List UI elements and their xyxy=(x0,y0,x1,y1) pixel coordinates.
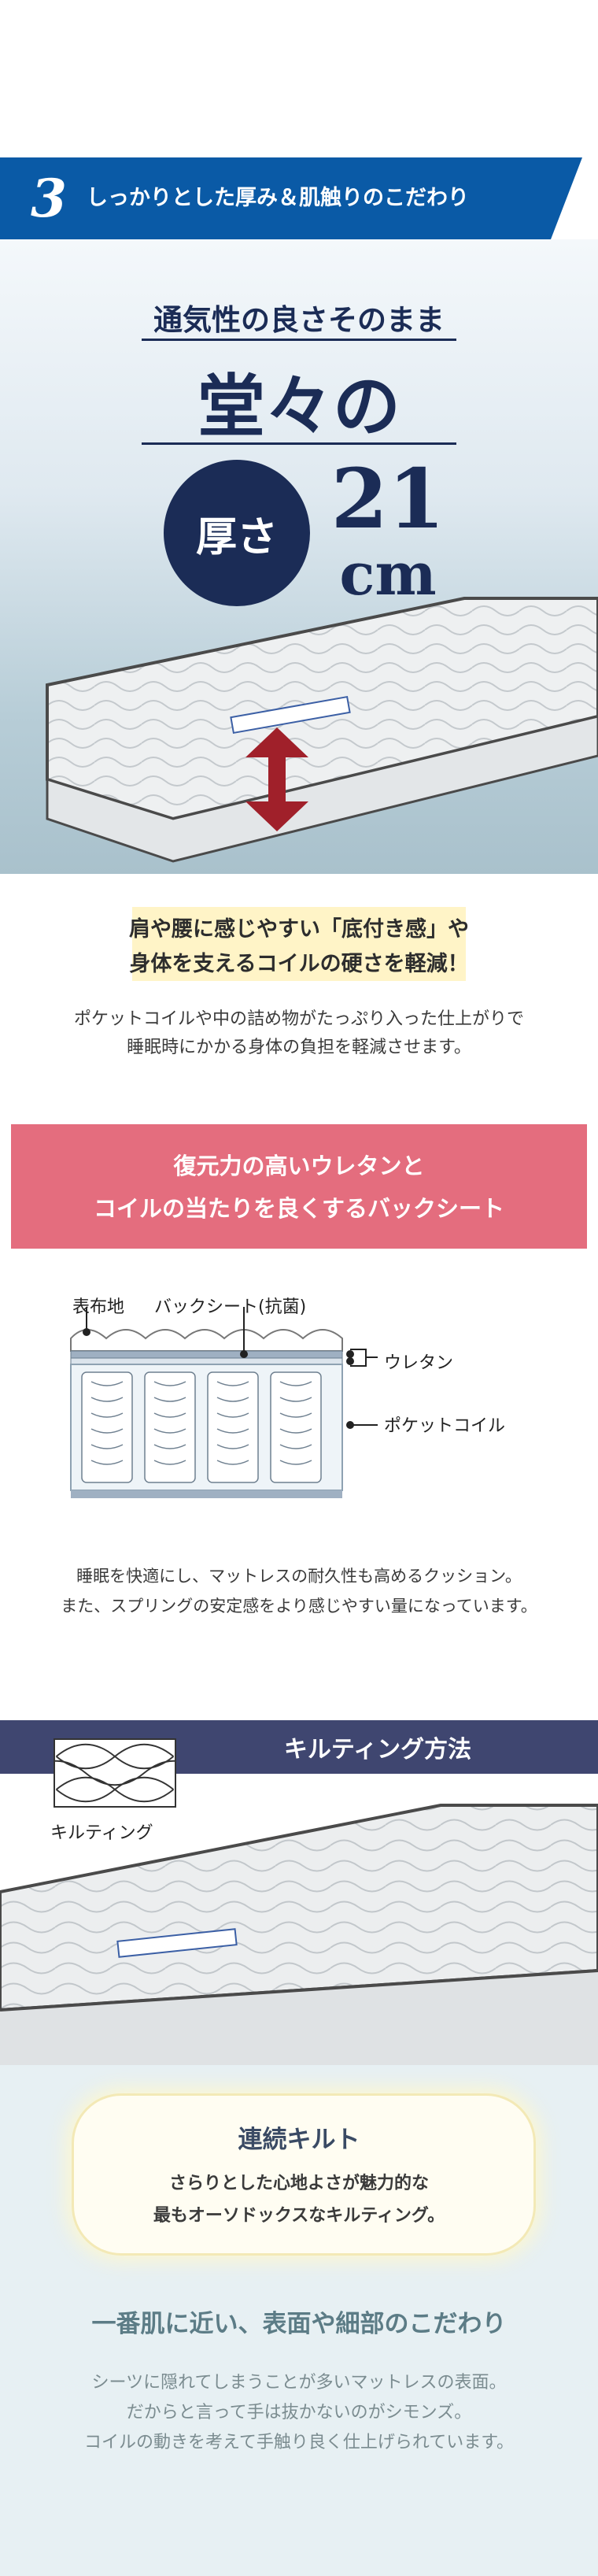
cushion-description-line-1: 睡眠を快適にし、マットレスの耐久性も高めるクッション。 xyxy=(76,1567,522,1586)
mattress-image xyxy=(46,597,598,863)
quilting-title: キルティング方法 xyxy=(283,1736,472,1764)
urethane-banner xyxy=(11,1124,587,1249)
highlight-line-2: 身体を支えるコイルの硬さを軽減！ xyxy=(129,952,469,976)
cushion-description-line-2: また、スプリングの安定感をより感じやすい量になっています。 xyxy=(61,1597,537,1616)
description-line-1: ポケットコイルや中の詰め物がたっぷり入った仕上がりで xyxy=(73,1009,524,1029)
hero-divider-bottom xyxy=(142,442,456,445)
hero-divider-top xyxy=(142,339,456,341)
thickness-circle-badge: 厚さ xyxy=(164,460,310,606)
surface-line-2: だからと言って手は抜かないのがシモンズ。 xyxy=(126,2403,472,2422)
quilt-type-title: 連続キルト xyxy=(238,2126,360,2154)
section-banner-background xyxy=(0,157,582,239)
thickness-unit: cm xyxy=(339,541,437,609)
double-arrow-icon xyxy=(245,727,308,831)
description-line-2: 睡眠時にかかる身体の負担を軽減させます。 xyxy=(127,1038,471,1057)
hero-subtitle: 通気性の良さそのまま xyxy=(153,302,445,337)
thickness-value: 21 xyxy=(330,450,445,547)
surface-line-1: シーツに隠れてしまうことが多いマットレスの表面。 xyxy=(91,2373,507,2393)
quilting-pattern-icon xyxy=(54,1738,176,1808)
section-title: しっかりとした厚み＆肌触りのこだわり xyxy=(87,186,469,210)
mattress-layer-diagram xyxy=(70,1307,378,1498)
label-urethane: ウレタン xyxy=(384,1353,454,1373)
highlight-box xyxy=(132,907,466,981)
quilt-type-card xyxy=(74,2096,533,2253)
label-pocket-coil: ポケットコイル xyxy=(384,1416,506,1436)
quilt-type-line-1: さらりとした心地よさが魅力的な xyxy=(168,2174,429,2193)
urethane-banner-line-2: コイルの当たりを良くするバックシート xyxy=(93,1195,504,1222)
surface-line-3: コイルの動きを考えて手触り良く仕上げられています。 xyxy=(83,2433,515,2452)
section-number: 3 xyxy=(31,168,67,229)
mattress-quilting-image xyxy=(0,1774,598,2065)
label-backsheet: バックシート(抗菌) xyxy=(154,1297,307,1317)
quilting-icon-label: キルティング xyxy=(50,1823,153,1843)
highlight-line-1: 肩や腰に感じやすい「底付き感」や xyxy=(129,917,469,942)
quilt-type-line-2: 最もオーソドックスなキルティング。 xyxy=(153,2206,445,2226)
urethane-banner-line-1: 復元力の高いウレタンと xyxy=(173,1153,425,1179)
surface-heading: 一番肌に近い、表面や細部のこだわり xyxy=(91,2310,507,2338)
label-cover-fabric: 表布地 xyxy=(72,1297,125,1317)
hero-heading: 堂々の xyxy=(197,367,401,446)
